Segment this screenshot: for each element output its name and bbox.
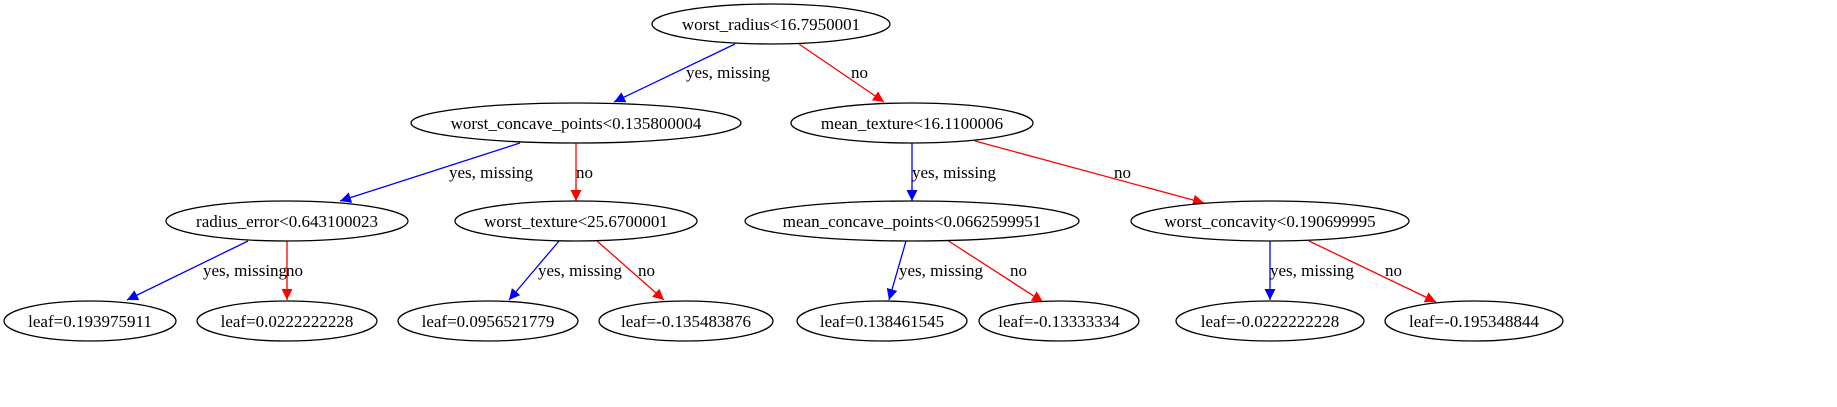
node-n3: radius_error<0.643100023 [165, 200, 409, 242]
node-n4-ellipse [454, 200, 698, 242]
edge-label-n5-yes: yes, missing [899, 261, 984, 280]
edge-label-n1-no: no [576, 163, 593, 182]
node-n2-label: mean_texture<16.1100006 [821, 114, 1003, 133]
leaf-l6: leaf=-0.13333334 [978, 300, 1140, 342]
node-n6-ellipse [1130, 200, 1410, 242]
leaf-l1-label: leaf=0.193975911 [28, 312, 152, 331]
node-n6-label: worst_concavity<0.190699995 [1164, 212, 1375, 231]
edge-label-n1-yes: yes, missing [449, 163, 534, 182]
edge-n4-no [596, 240, 665, 301]
edge-label-n2-yes: yes, missing [912, 163, 997, 182]
leaf-l4: leaf=-0.135483876 [598, 300, 774, 342]
leaf-l3-label: leaf=0.0956521779 [422, 312, 555, 331]
leaf-l2-ellipse [196, 300, 378, 342]
leaf-l8-label: leaf=-0.195348844 [1409, 312, 1539, 331]
edge-label-n3-yes: yes, missing [203, 261, 288, 280]
leaf-l3: leaf=0.0956521779 [397, 300, 579, 342]
node-n2: mean_texture<16.1100006 [790, 102, 1034, 144]
leaf-l2: leaf=0.0222222228 [196, 300, 378, 342]
edge-label-n2-no: no [1114, 163, 1131, 182]
leaf-l6-label: leaf=-0.13333334 [998, 312, 1120, 331]
edge-n5-yes [886, 240, 907, 301]
node-n1: worst_concave_points<0.135800004 [410, 102, 742, 144]
leaf-l8: leaf=-0.195348844 [1384, 300, 1564, 342]
node-n5-label: mean_concave_points<0.0662599951 [783, 212, 1041, 231]
edges-layer [126, 43, 1437, 303]
leaf-l5: leaf=0.138461545 [796, 300, 968, 342]
edge-n1-yes [339, 142, 521, 203]
edge-label-n6-yes: yes, missing [1270, 261, 1355, 280]
edge-n6-no [1308, 240, 1437, 303]
edge-label-root-no: no [851, 63, 868, 82]
edge-root-no [798, 43, 885, 103]
node-n4: worst_texture<25.6700001 [454, 200, 698, 242]
edge-label-n4-no: no [638, 261, 655, 280]
node-n1-label: worst_concave_points<0.135800004 [451, 114, 702, 133]
node-n5: mean_concave_points<0.0662599951 [744, 200, 1080, 242]
node-root-ellipse [651, 3, 891, 45]
node-n5-ellipse [744, 200, 1080, 242]
edge-label-root-yes: yes, missing [686, 63, 771, 82]
leaf-l5-label: leaf=0.138461545 [820, 312, 944, 331]
edge-n2-no [974, 140, 1205, 206]
edge-label-n6-no: no [1385, 261, 1402, 280]
leaf-l5-ellipse [796, 300, 968, 342]
edge-n5-no [946, 239, 1044, 303]
node-n1-ellipse [410, 102, 742, 144]
node-n2-ellipse [790, 102, 1034, 144]
leaf-l7-label: leaf=-0.0222222228 [1201, 312, 1339, 331]
edge-label-n4-yes: yes, missing [538, 261, 623, 280]
edge-n4-yes [508, 240, 560, 301]
leaf-l7-ellipse [1175, 300, 1365, 342]
edge-label-n3-no: no [286, 261, 303, 280]
node-root: worst_radius<16.7950001 [651, 3, 891, 45]
edge-root-yes [613, 43, 736, 103]
leaf-l8-ellipse [1384, 300, 1564, 342]
node-root-label: worst_radius<16.7950001 [682, 15, 860, 34]
leaf-l4-ellipse [598, 300, 774, 342]
node-n3-label: radius_error<0.643100023 [196, 212, 378, 231]
leaf-l3-ellipse [397, 300, 579, 342]
leaf-l1-ellipse [3, 300, 177, 342]
node-n3-ellipse [165, 200, 409, 242]
node-n4-label: worst_texture<25.6700001 [484, 212, 668, 231]
nodes-layer: worst_radius<16.7950001 worst_concave_po… [3, 3, 1564, 342]
leaf-l2-label: leaf=0.0222222228 [221, 312, 354, 331]
leaf-l7: leaf=-0.0222222228 [1175, 300, 1365, 342]
node-n6: worst_concavity<0.190699995 [1130, 200, 1410, 242]
edge-n3-yes [126, 240, 249, 301]
leaf-l1: leaf=0.193975911 [3, 300, 177, 342]
leaf-l6-ellipse [978, 300, 1140, 342]
edge-label-n5-no: no [1010, 261, 1027, 280]
leaf-l4-label: leaf=-0.135483876 [621, 312, 751, 331]
edge-labels-layer: yes, missing no yes, missing no yes, mis… [203, 63, 1402, 280]
